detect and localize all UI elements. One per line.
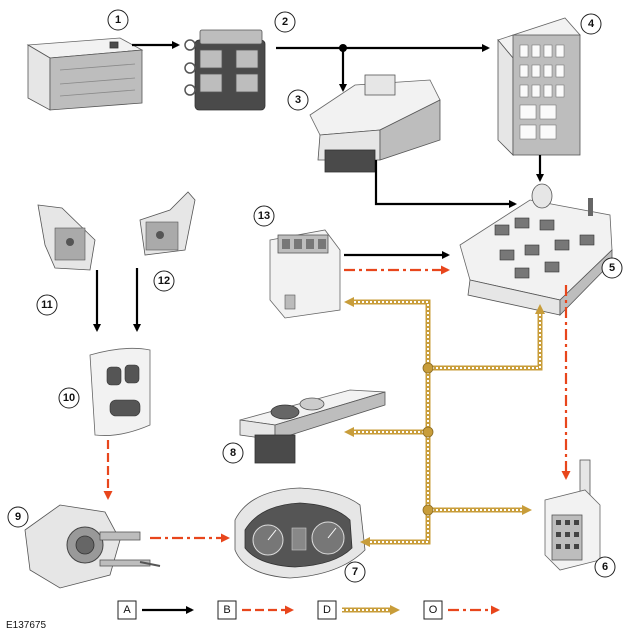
- switchgear-panel-icon: [89, 347, 151, 436]
- callout-13-label: 13: [258, 210, 270, 222]
- callout-6-label: 6: [602, 561, 608, 573]
- callout-4-label: 4: [588, 18, 595, 30]
- legend-item-a: A: [117, 600, 194, 620]
- callout-6: 6: [594, 556, 616, 578]
- callout-4: 4: [580, 13, 602, 35]
- power-distribution-box-icon: [309, 74, 441, 173]
- callout-11-label: 11: [41, 299, 53, 311]
- legend-b-label: B: [223, 604, 230, 616]
- legend-item-o: O: [423, 600, 500, 620]
- callout-9-label: 9: [15, 511, 21, 523]
- red-dashdot-links: [150, 265, 571, 543]
- callout-12-label: 12: [158, 275, 170, 287]
- callout-10-label: 10: [63, 392, 75, 404]
- callout-3-label: 3: [295, 94, 301, 106]
- callout-1-label: 1: [115, 14, 121, 26]
- callout-12: 12: [153, 270, 175, 292]
- callout-7-label: 7: [352, 566, 358, 578]
- fuse-block-icon: [184, 29, 266, 111]
- callout-8-label: 8: [230, 447, 236, 459]
- legend-item-b: B: [217, 600, 294, 620]
- callout-13: 13: [253, 205, 275, 227]
- instrument-cluster-icon: [234, 487, 366, 579]
- callout-3: 3: [287, 89, 309, 111]
- hardwired-links: [93, 41, 544, 332]
- connector-icon: [544, 459, 601, 571]
- figure-id: E137675: [6, 620, 46, 631]
- engine-control-module-icon: [269, 229, 341, 319]
- legend-a-label: A: [123, 604, 131, 616]
- callout-9: 9: [7, 506, 29, 528]
- callout-7: 7: [344, 561, 366, 583]
- legend-d-label: D: [323, 604, 331, 616]
- callout-11: 11: [36, 294, 58, 316]
- gold-dotted-links: [344, 297, 545, 547]
- gear-selector-icon: [239, 389, 386, 464]
- steering-column-icon: [24, 504, 161, 589]
- transmission-control-module-icon: [459, 183, 613, 316]
- callout-2-label: 2: [282, 16, 288, 28]
- callout-8: 8: [222, 442, 244, 464]
- paddle-shift-right-icon: [139, 191, 196, 256]
- legend-o-label: O: [429, 604, 438, 616]
- callout-1: 1: [107, 9, 129, 31]
- paddle-shift-left-icon: [37, 204, 96, 271]
- legend-item-d: D: [317, 600, 400, 620]
- callout-5-label: 5: [609, 262, 615, 274]
- callout-5: 5: [601, 257, 623, 279]
- battery-icon: [26, 37, 144, 111]
- central-junction-box-icon: [497, 17, 581, 156]
- callout-10: 10: [58, 387, 80, 409]
- callout-2: 2: [274, 11, 296, 33]
- legend: A B D O: [117, 600, 500, 620]
